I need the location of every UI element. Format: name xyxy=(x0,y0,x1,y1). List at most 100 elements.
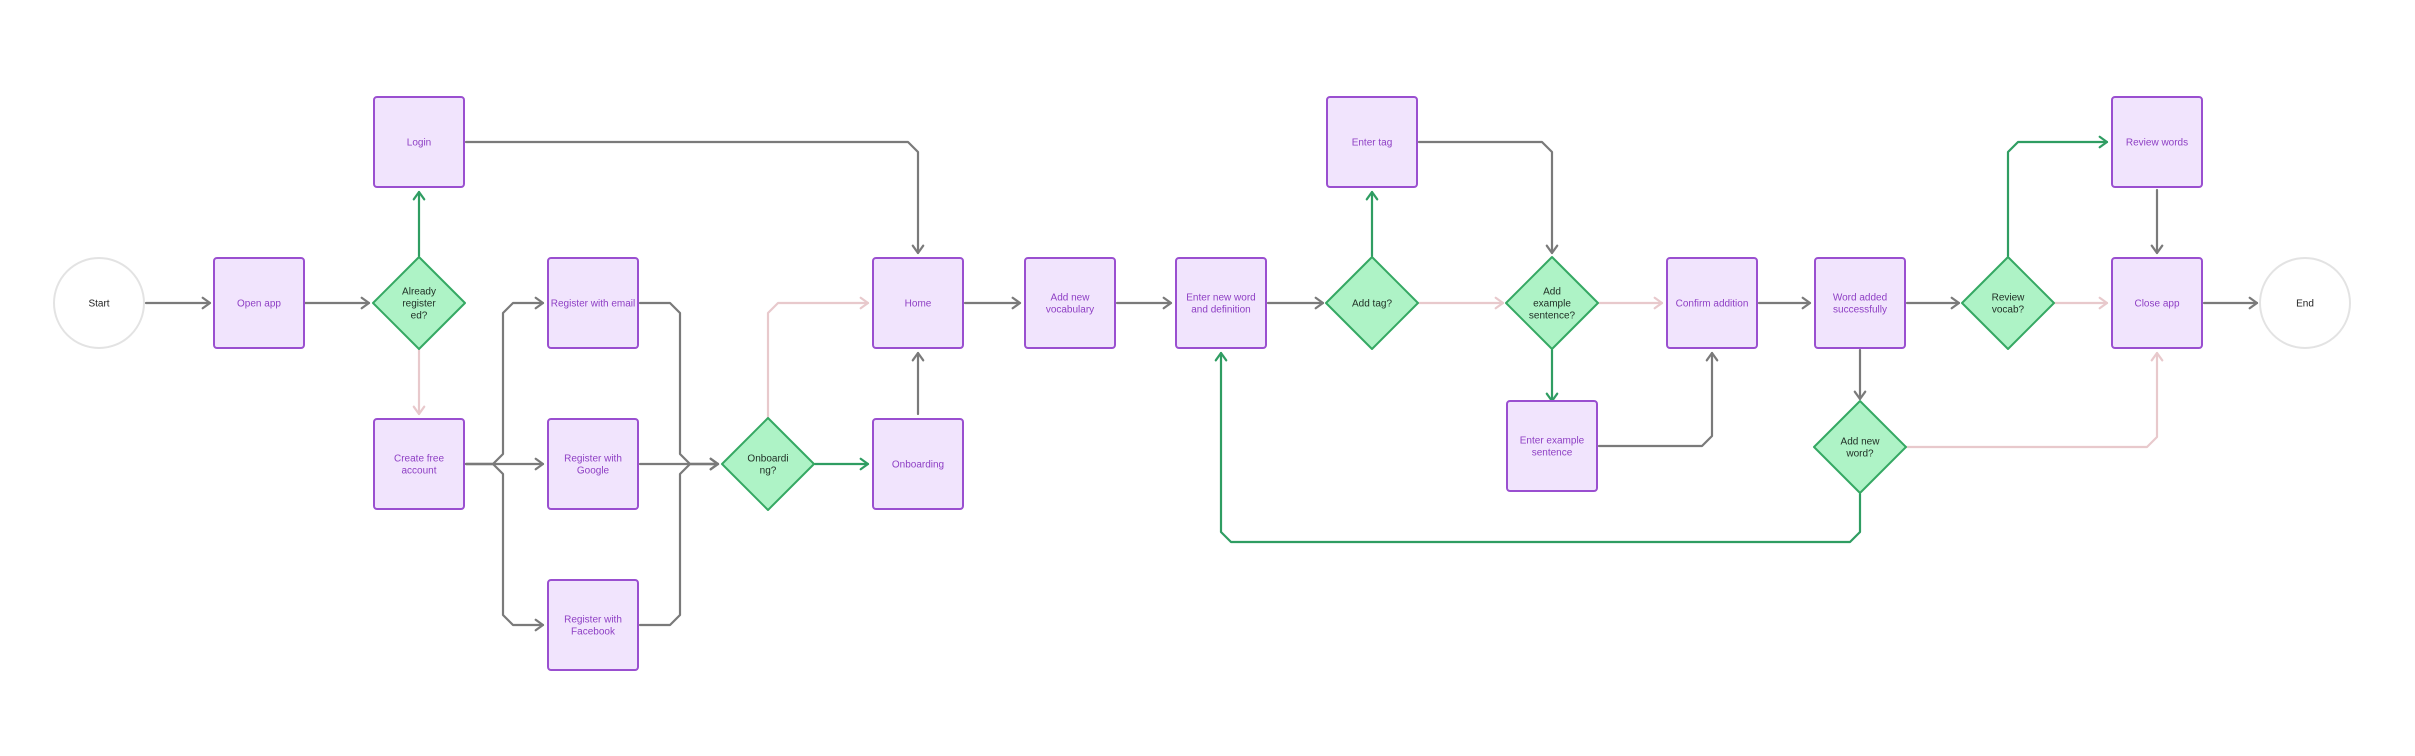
arrowhead xyxy=(2150,351,2164,362)
arrowhead xyxy=(534,457,545,471)
node-label: Open app xyxy=(237,299,281,310)
node-label: Login xyxy=(407,138,431,149)
node-label: successfully xyxy=(1833,305,1887,316)
node-label: Register with xyxy=(564,615,622,626)
node-label: word? xyxy=(1845,449,1874,460)
node-onboarding-decision: Onboarding? xyxy=(721,417,815,511)
node-label: End xyxy=(2296,299,2314,310)
edge-enter-sentence-to-confirm-addition xyxy=(1597,351,1719,448)
decision-diamond xyxy=(372,256,466,350)
edge-create-account-to-register-facebook xyxy=(464,462,545,632)
node-label: Facebook xyxy=(571,627,616,638)
arrowhead xyxy=(201,296,212,310)
node-register-email: Register with email xyxy=(547,257,639,349)
arrowhead xyxy=(1365,190,1379,201)
process-box xyxy=(373,418,465,510)
arrowhead xyxy=(1705,351,1719,362)
node-label: ed? xyxy=(411,311,428,322)
process-box xyxy=(1814,257,1906,349)
edge-already-registered-to-login xyxy=(412,190,426,258)
process-box xyxy=(2111,96,2203,188)
process-box xyxy=(872,257,964,349)
node-confirm-addition: Confirm addition xyxy=(1666,257,1758,349)
edge-open-app-to-already-registered xyxy=(303,296,371,310)
arrowhead xyxy=(1853,390,1867,401)
node-label: sentence? xyxy=(1529,311,1576,322)
node-label: Add tag? xyxy=(1352,299,1392,310)
edge-onboarding-decision-to-onboarding xyxy=(813,457,870,471)
edge-register-facebook-to-onboarding-decision xyxy=(638,457,720,627)
edge-confirm-addition-to-word-added xyxy=(1757,296,1812,310)
arrowhead xyxy=(1214,351,1228,362)
node-label: Word added xyxy=(1833,293,1887,304)
node-label: and definition xyxy=(1191,305,1251,316)
node-label: Onboarding xyxy=(892,460,944,471)
node-label: Close app xyxy=(2134,299,2179,310)
arrowhead xyxy=(534,296,545,310)
edge-onboarding-decision-to-home xyxy=(766,296,870,420)
arrowhead xyxy=(412,405,426,416)
node-label: Enter new word xyxy=(1186,293,1255,304)
node-label: sentence xyxy=(1532,448,1573,459)
terminal-circle xyxy=(2259,257,2351,349)
edge-word-added-to-add-new-word xyxy=(1853,348,1867,401)
decision-diamond xyxy=(1813,400,1907,494)
arrowhead xyxy=(1494,296,1505,310)
node-label: Enter example xyxy=(1520,436,1585,447)
process-box xyxy=(547,579,639,671)
process-box xyxy=(1666,257,1758,349)
arrowhead xyxy=(1950,296,1961,310)
process-box xyxy=(872,418,964,510)
process-box xyxy=(547,257,639,349)
node-close-app: Close app xyxy=(2111,257,2203,349)
edge-close-app-to-end xyxy=(2202,296,2259,310)
arrowhead xyxy=(1011,296,1022,310)
node-label: Create free xyxy=(394,454,444,465)
node-login: Login xyxy=(373,96,465,188)
node-label: Onboardi xyxy=(747,454,788,465)
arrowhead xyxy=(1545,244,1559,255)
arrowhead xyxy=(1162,296,1173,310)
arrowhead xyxy=(2098,296,2109,310)
node-label: Review xyxy=(1992,293,2026,304)
edge-register-email-to-onboarding-decision xyxy=(638,301,720,471)
node-label: Home xyxy=(905,299,932,310)
node-label: Enter tag xyxy=(1352,138,1393,149)
edge-already-registered-to-create-account xyxy=(412,348,426,416)
node-enter-tag: Enter tag xyxy=(1326,96,1418,188)
arrowhead xyxy=(911,244,925,255)
node-label: Start xyxy=(88,299,109,310)
node-label: Already xyxy=(402,287,436,298)
edge-review-vocab-to-review-words xyxy=(2006,135,2109,258)
edge-add-tag-to-add-sentence xyxy=(1417,296,1505,310)
edge-add-sentence-to-confirm-addition xyxy=(1597,296,1664,310)
arrowhead xyxy=(911,351,925,362)
edge-add-new-word-to-enter-word xyxy=(1214,351,1862,544)
edge-add-tag-to-enter-tag xyxy=(1365,190,1379,258)
node-start: Start xyxy=(53,257,145,349)
process-box xyxy=(547,418,639,510)
decision-diamond xyxy=(721,417,815,511)
edge-review-words-to-close-app xyxy=(2150,188,2164,255)
node-open-app: Open app xyxy=(213,257,305,349)
arrowhead xyxy=(2248,296,2259,310)
arrowhead xyxy=(1801,296,1812,310)
process-box xyxy=(2111,257,2203,349)
terminal-circle xyxy=(53,257,145,349)
process-box xyxy=(373,96,465,188)
node-label: Register with xyxy=(564,454,622,465)
node-label: Add new xyxy=(1051,293,1091,304)
node-label: Add new xyxy=(1841,437,1881,448)
edge-add-vocabulary-to-enter-word xyxy=(1115,296,1173,310)
arrowhead xyxy=(709,457,720,471)
node-label: register xyxy=(402,299,436,310)
arrowhead xyxy=(859,296,870,310)
